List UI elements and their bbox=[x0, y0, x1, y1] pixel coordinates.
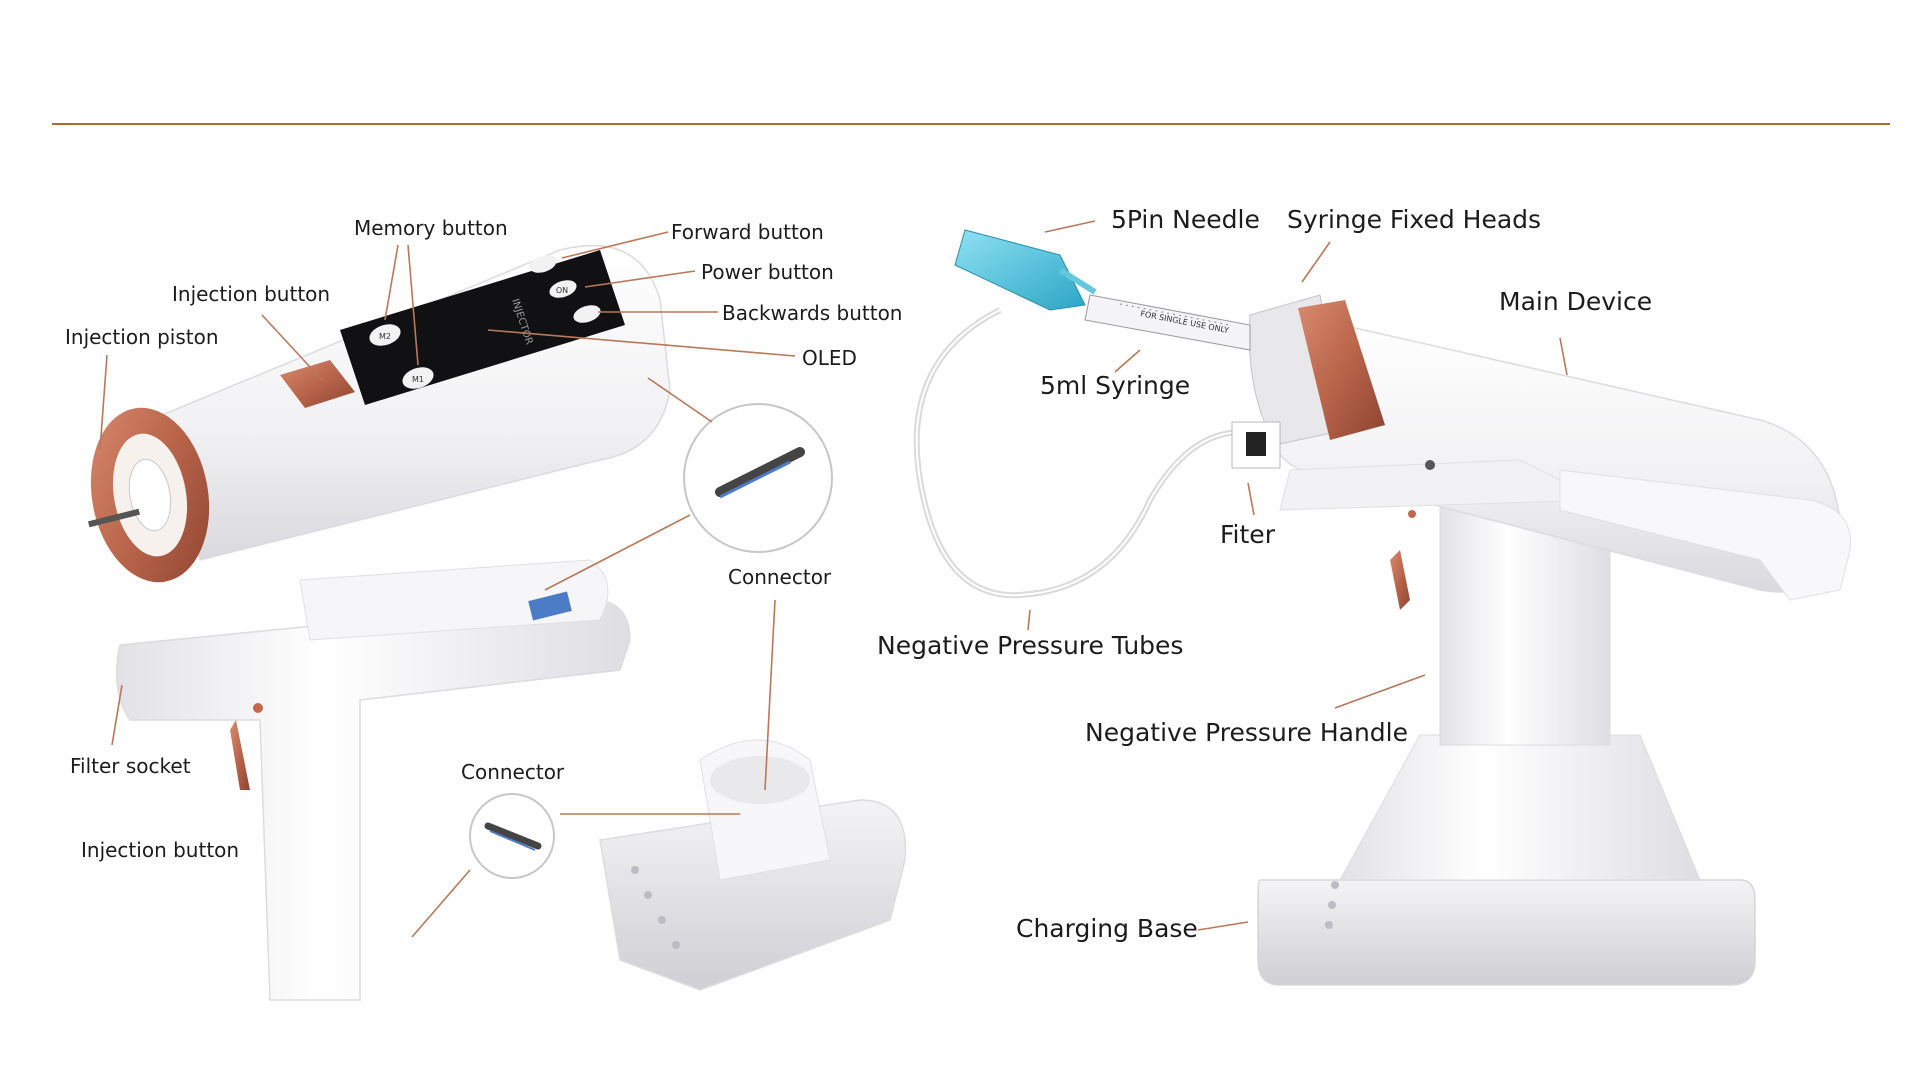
label-charging-base: Charging Base bbox=[1016, 914, 1198, 943]
label-injection-button-bottom: Injection button bbox=[81, 838, 240, 862]
label-main-device: Main Device bbox=[1499, 287, 1653, 316]
label-fiter: Fiter bbox=[1220, 520, 1275, 549]
label-memory-button: Memory button bbox=[354, 216, 508, 240]
label-power-button: Power button bbox=[701, 260, 834, 284]
syringe-5ml: FOR SINGLE USE ONLY bbox=[1084, 294, 1251, 351]
connector-top-magnifier bbox=[683, 403, 833, 553]
btn-m2-text: M2 bbox=[379, 332, 391, 341]
label-connector-top: Connector bbox=[728, 565, 832, 589]
left-charging-base bbox=[599, 739, 907, 991]
leader-lines-left bbox=[99, 231, 796, 938]
label-filter-socket: Filter socket bbox=[70, 754, 191, 778]
right-charging-base bbox=[1257, 734, 1756, 986]
label-syringe-fixed-heads: Syringe Fixed Heads bbox=[1287, 205, 1542, 234]
label-injection-piston: Injection piston bbox=[65, 325, 219, 349]
btn-on-text: ON bbox=[556, 286, 568, 295]
injection-piston-ring bbox=[88, 407, 210, 583]
right-main-device bbox=[1267, 319, 1851, 601]
left-handle-body bbox=[115, 559, 631, 1001]
label-5ml-syringe: 5ml Syringe bbox=[1040, 371, 1191, 400]
label-negative-pressure-handle: Negative Pressure Handle bbox=[1085, 718, 1408, 747]
btn-m1-text: M1 bbox=[412, 375, 424, 384]
label-negative-pressure-tubes: Negative Pressure Tubes bbox=[877, 631, 1184, 660]
top-divider-line bbox=[52, 123, 1890, 125]
negative-pressure-tube bbox=[913, 307, 1246, 599]
label-oled: OLED bbox=[802, 346, 857, 370]
fiter-block bbox=[1231, 421, 1281, 469]
device-buttons: ON M2 M1 bbox=[369, 255, 601, 389]
pin-needle-cap bbox=[954, 229, 1097, 311]
connector-bottom-magnifier bbox=[469, 793, 555, 879]
label-backwards-button: Backwards button bbox=[722, 301, 903, 325]
leader-lines-right bbox=[1027, 220, 1568, 931]
label-5pin-needle: 5Pin Needle bbox=[1111, 205, 1260, 234]
label-injection-button-top: Injection button bbox=[172, 282, 331, 306]
label-forward-button: Forward button bbox=[671, 220, 824, 244]
injection-button-top-shape bbox=[280, 360, 355, 408]
label-connector-bottom: Connector bbox=[461, 760, 565, 784]
